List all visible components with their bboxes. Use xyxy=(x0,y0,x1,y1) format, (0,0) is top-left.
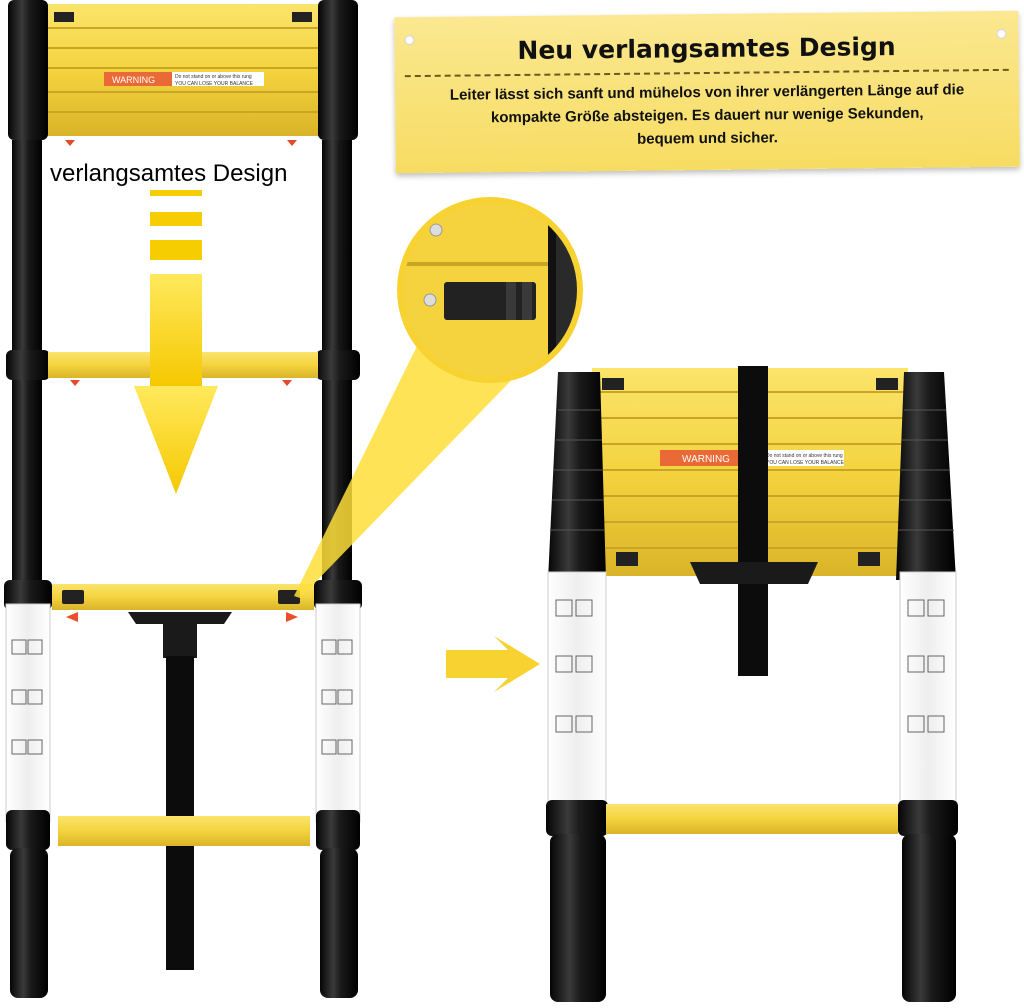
left-t-handle xyxy=(128,612,232,624)
left-warning-small xyxy=(172,72,264,86)
slow-design-label: verlangsamtes Design xyxy=(50,160,288,187)
left-warning-small-2: YOU CAN LOSE YOUR BALANCE xyxy=(175,81,254,87)
right-t-handle xyxy=(690,562,818,584)
left-top-rung-stack xyxy=(40,4,330,136)
right-ladder: WARNING Do not stand on or above this ru… xyxy=(546,366,958,1002)
left-lock-arrow-left xyxy=(66,612,78,622)
right-warning-badge xyxy=(660,450,738,466)
right-strap xyxy=(738,366,768,676)
right-bottom-rung xyxy=(606,804,898,834)
left-ladder-right-pole-top xyxy=(318,0,358,140)
slow-down-arrow xyxy=(134,190,218,494)
left-lock-rung xyxy=(52,584,314,610)
left-pole-sticker xyxy=(5,603,51,823)
left-pole-top-outer xyxy=(8,0,48,140)
right-ladder-left-sticker xyxy=(547,571,607,809)
zoom-beam xyxy=(294,330,560,598)
right-warning-small-1: Do not stand on or above this rung xyxy=(766,453,843,459)
right-warning-text: WARNING xyxy=(682,454,730,465)
right-ladder-left-tubes xyxy=(548,372,606,580)
left-warning-small-1: Do not stand on or above this rung xyxy=(175,74,252,80)
left-warning-badge xyxy=(104,72,172,86)
left-bottom-rung xyxy=(58,816,310,846)
right-ladder-right-tubes xyxy=(896,372,956,580)
zoom-detail xyxy=(397,197,583,383)
compare-arrow xyxy=(446,636,540,692)
left-lock-arrow-right xyxy=(286,612,298,622)
left-pole-bottom xyxy=(10,848,48,998)
left-ladder: WARNING Do not stand on or above this ru… xyxy=(4,0,362,998)
left-strap xyxy=(166,656,194,970)
right-warning-small-2: YOU CAN LOSE YOUR BALANCE xyxy=(766,460,845,466)
left-warning-text: WARNING xyxy=(112,75,155,85)
